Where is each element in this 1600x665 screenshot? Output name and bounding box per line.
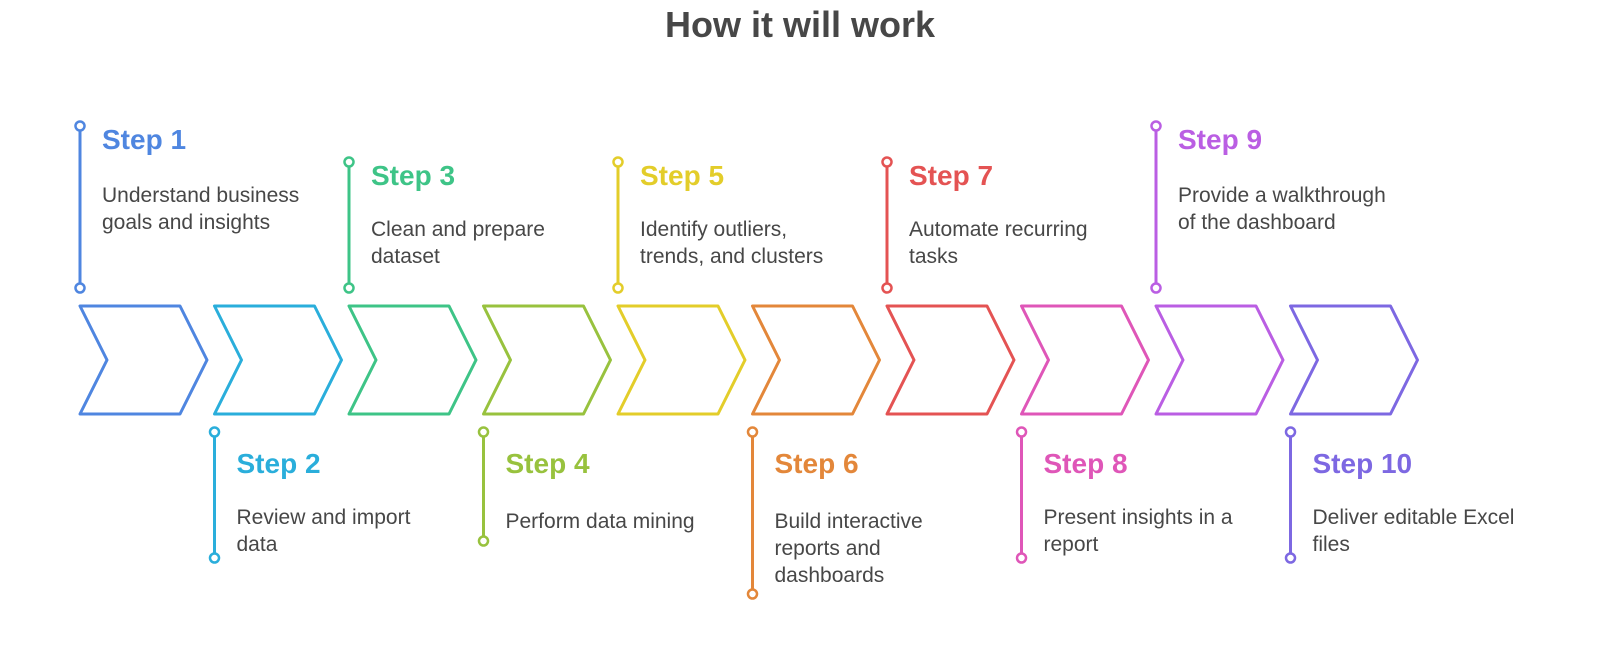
step-5-title: Step 5	[640, 160, 725, 191]
connector-dot-step-8-start	[1015, 426, 1028, 438]
chevron-step-4	[482, 304, 612, 416]
chevron-step-9	[1154, 304, 1285, 416]
step-9-description: Provide a walkthrough of the dashboard	[1178, 184, 1386, 234]
step-10-description: Deliver editable Excel files	[1312, 506, 1515, 556]
connector-dot-step-5-start	[612, 156, 624, 168]
connector-dot-step-4-end	[477, 535, 490, 547]
connector-dot-step-10-start	[1284, 426, 1297, 438]
step-5-description: Identify outliers, trends, and clusters	[640, 218, 824, 268]
connector-dot-step-10-end	[1284, 552, 1297, 564]
chevron-step-7	[885, 304, 1016, 416]
connector-dot-step-7-start	[881, 156, 893, 168]
connector-dot-step-2-end	[208, 552, 221, 564]
step-3-description: Clean and prepare dataset	[371, 218, 545, 268]
chevron-step-6	[751, 304, 881, 416]
connector-dot-step-9-start	[1150, 120, 1162, 132]
chevron-step-8	[1020, 304, 1150, 416]
chevron-step-5	[616, 304, 747, 416]
connector-dot-step-9-end	[1150, 282, 1162, 294]
connector-dot-step-6-end	[746, 588, 759, 600]
step-6-title: Step 6	[774, 448, 859, 479]
chevron-step-3	[347, 304, 478, 416]
connector-dot-step-1-end	[74, 282, 86, 294]
step-7-description: Automate recurring tasks	[909, 218, 1088, 268]
step-2-description: Review and import data	[236, 506, 411, 556]
step-1-title: Step 1	[102, 124, 187, 155]
connector-dot-step-7-end	[881, 282, 893, 294]
step-3-title: Step 3	[371, 160, 456, 191]
diagram-title: How it will work	[664, 4, 936, 45]
connector-dot-step-1-start	[74, 120, 86, 132]
step-8-title: Step 8	[1043, 448, 1128, 479]
step-2-title: Step 2	[236, 448, 321, 479]
connector-dot-step-6-start	[746, 426, 759, 438]
connector-dot-step-3-start	[343, 156, 355, 168]
step-4-description: Perform data mining	[505, 510, 695, 533]
connector-dot-step-5-end	[612, 282, 624, 294]
chevron-step-2	[213, 304, 343, 416]
connector-dot-step-4-start	[477, 426, 490, 438]
connector-dot-step-2-start	[208, 426, 221, 438]
step-4-title: Step 4	[505, 448, 590, 479]
chevron-step-10	[1289, 304, 1419, 416]
step-9-title: Step 9	[1178, 124, 1263, 155]
step-6-description: Build interactive reports and dashboards	[774, 510, 923, 587]
connector-dot-step-8-end	[1015, 552, 1028, 564]
step-7-title: Step 7	[909, 160, 994, 191]
chevron-step-1	[78, 304, 209, 416]
step-8-description: Present insights in a report	[1043, 506, 1233, 556]
step-10-title: Step 10	[1312, 448, 1413, 479]
connector-dot-step-3-end	[343, 282, 355, 294]
step-1-description: Understand business goals and insights	[102, 184, 300, 234]
